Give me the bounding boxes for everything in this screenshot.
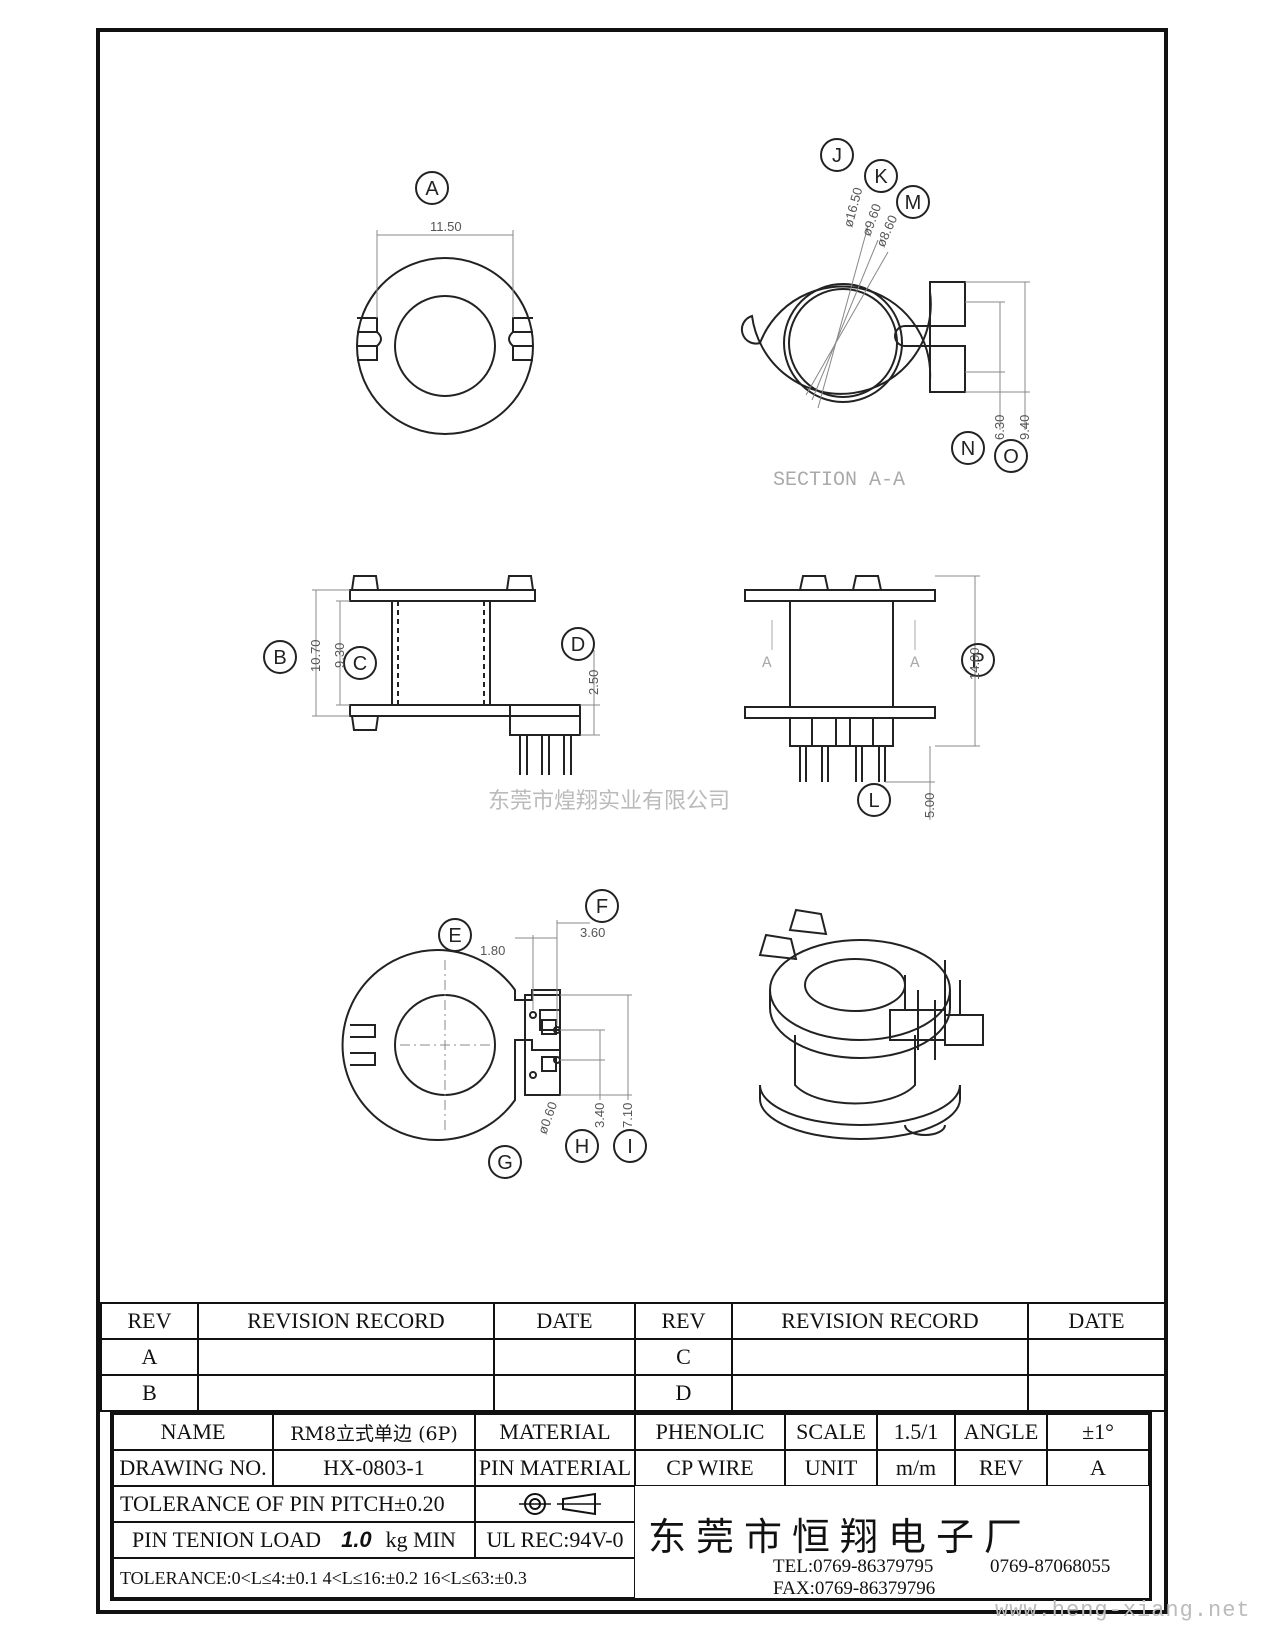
tolerance-pin-pitch: TOLERANCE OF PIN PITCH±0.20 [113, 1486, 475, 1522]
front-view [744, 575, 980, 820]
callout-a: A [425, 178, 439, 200]
tel-2: 0769-87068055 [990, 1556, 1111, 1577]
callout-m: M [905, 192, 922, 214]
rev-cell: B [100, 1374, 199, 1412]
dim-3-40: 3.40 [592, 1103, 607, 1128]
callout-i: I [627, 1136, 633, 1158]
dim-2-50: 2.50 [586, 670, 601, 695]
callout-o: O [1003, 446, 1019, 468]
rev-header: REV [100, 1302, 199, 1340]
projection-symbol [475, 1486, 635, 1522]
pin-material-value: CP WIRE [635, 1450, 785, 1486]
drawing-no-label: DRAWING NO. [113, 1450, 273, 1486]
rev-cell: C [634, 1338, 733, 1376]
projection-symbol-icon [519, 1492, 601, 1516]
table-row: B D [100, 1374, 1166, 1412]
material-value: PHENOLIC [635, 1414, 785, 1450]
date-cell [493, 1374, 636, 1412]
revision-record-header: REVISION RECORD [197, 1302, 495, 1340]
dim-7-10: 7.10 [620, 1103, 635, 1128]
pin-material-label: PIN MATERIAL [475, 1450, 635, 1486]
company-watermark: 东莞市煌翔实业有限公司 [488, 789, 731, 814]
date-cell [493, 1338, 636, 1376]
callout-g: G [497, 1152, 513, 1174]
pin-tension-value: 1.0 [341, 1527, 372, 1552]
title-block: NAME RM8立式单边 (6P) MATERIAL PHENOLIC SCAL… [110, 1411, 1152, 1601]
callout-k: K [874, 166, 888, 188]
rev-header: REV [634, 1302, 733, 1340]
dim-9-40: 9.40 [1017, 415, 1032, 440]
callout-h: H [575, 1136, 589, 1158]
record-cell [731, 1338, 1029, 1376]
dim-5-00: 5.00 [922, 793, 937, 818]
callout-d: D [571, 634, 585, 656]
unit-value: m/m [877, 1450, 955, 1486]
drawing-frame [96, 28, 1168, 1614]
callout-l: L [868, 790, 879, 812]
callout-c: C [353, 653, 367, 675]
date-header: DATE [1027, 1302, 1166, 1340]
record-cell [197, 1338, 495, 1376]
callout-circles [263, 138, 1028, 1179]
pin-tension-row: PIN TENION LOAD 1.0 kg MIN [113, 1522, 475, 1558]
name-value: RM8立式单边 (6P) [273, 1414, 475, 1450]
rev-label: REV [955, 1450, 1047, 1486]
rev-cell: D [634, 1374, 733, 1412]
scale-value: 1.5/1 [877, 1414, 955, 1450]
scale-label: SCALE [785, 1414, 877, 1450]
dim-0-60: ø0.60 [535, 1100, 560, 1136]
record-cell [197, 1374, 495, 1412]
callout-p: P [971, 650, 984, 672]
dim-1-80: 1.80 [480, 943, 505, 958]
tolerance-general: TOLERANCE:0<L≤4:±0.1 4<L≤16:±0.2 16<L≤63… [113, 1558, 635, 1598]
pin-tension-unit: kg MIN [385, 1527, 456, 1552]
dim-9-30: 9.30 [332, 643, 347, 668]
dim-3-60: 3.60 [580, 925, 605, 940]
drawing-no-value: HX-0803-1 [273, 1450, 475, 1486]
material-label: MATERIAL [475, 1414, 635, 1450]
ul-rec: UL REC:94V-0 [475, 1522, 635, 1558]
side-view-left [312, 575, 600, 775]
rev-value: A [1047, 1450, 1149, 1486]
dim-11-50: 11.50 [430, 219, 462, 234]
section-mark-right: A [910, 654, 920, 672]
bottom-view [341, 920, 632, 1141]
tel-1: TEL:0769-86379795 [773, 1556, 934, 1577]
revision-record-header: REVISION RECORD [731, 1302, 1029, 1340]
section-view [740, 225, 1030, 430]
company-name: 东莞市恒翔电子厂 [648, 1515, 1033, 1559]
name-label: NAME [113, 1414, 273, 1450]
date-cell [1027, 1338, 1166, 1376]
callout-f: F [596, 896, 608, 918]
unit-label: UNIT [785, 1450, 877, 1486]
url-watermark: www.heng-xiang.net [995, 1598, 1251, 1623]
date-header: DATE [493, 1302, 636, 1340]
record-cell [731, 1374, 1029, 1412]
fax: FAX:0769-86379796 [773, 1578, 936, 1599]
dim-14-00: 14.00 [967, 647, 982, 680]
section-label: SECTION A-A [773, 469, 905, 492]
callout-j: J [832, 145, 842, 167]
rev-cell: A [100, 1338, 199, 1376]
section-mark-left: A [762, 654, 772, 672]
angle-label: ANGLE [955, 1414, 1047, 1450]
angle-value: ±1° [1047, 1414, 1149, 1450]
pin-tension-label: PIN TENION LOAD [132, 1527, 322, 1552]
top-view [356, 230, 534, 435]
dim-6-30: 6.30 [992, 415, 1007, 440]
table-row: A C [100, 1338, 1166, 1376]
revision-header-row: REV REVISION RECORD DATE REV REVISION RE… [100, 1302, 1166, 1340]
callout-b: B [273, 647, 286, 669]
date-cell [1027, 1374, 1166, 1412]
revision-table: REV REVISION RECORD DATE REV REVISION RE… [100, 1302, 1166, 1412]
isometric-view [758, 908, 984, 1140]
dim-10-70: 10.70 [308, 639, 323, 672]
callout-n: N [961, 438, 975, 460]
callout-e: E [448, 925, 461, 947]
